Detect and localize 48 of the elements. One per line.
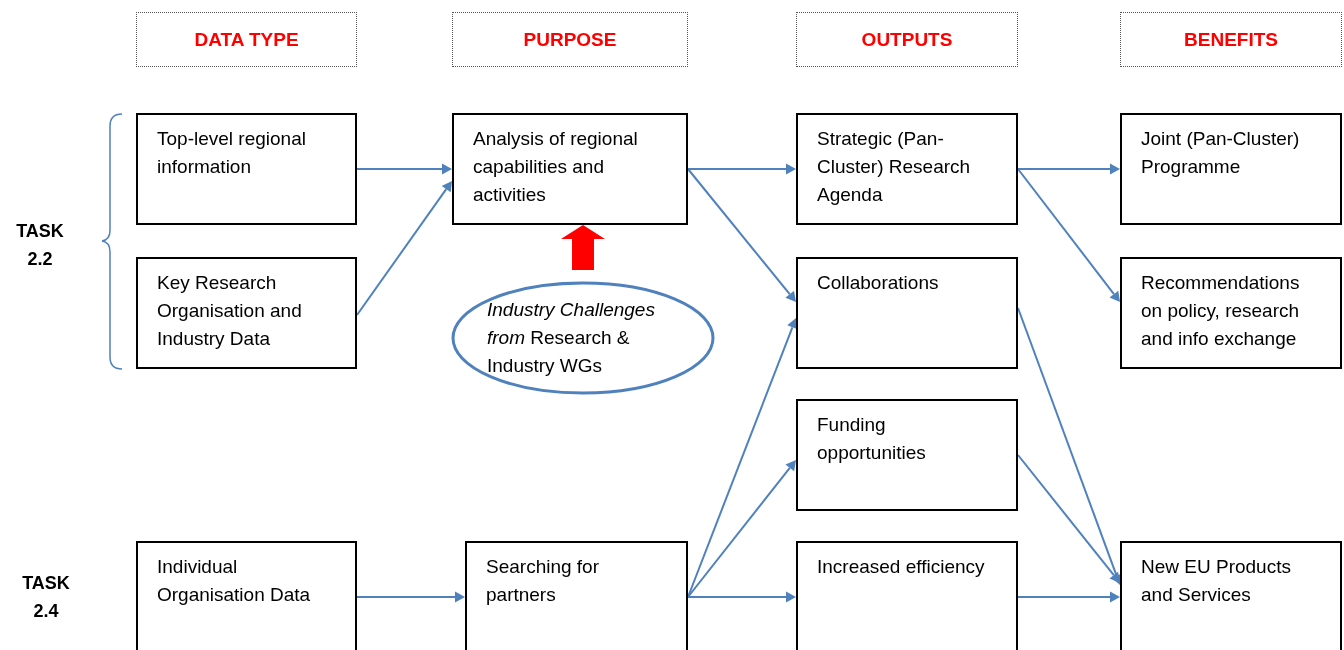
- box-text: Funding opportunities: [817, 413, 927, 465]
- arrow: [1017, 163, 1120, 175]
- process-box: [796, 541, 1018, 650]
- process-box: [136, 541, 357, 650]
- arrow: [687, 163, 796, 175]
- header-text: OUTPUTS: [861, 28, 953, 51]
- header-text: BENEFITS: [1184, 28, 1278, 51]
- arrow: [687, 168, 796, 302]
- process-box: [452, 113, 688, 225]
- process-box: [1120, 113, 1342, 225]
- header-text: PURPOSE: [523, 28, 617, 51]
- box-text: Increased efficiency: [817, 555, 986, 579]
- process-box: [1120, 257, 1342, 369]
- block-arrow: [561, 225, 605, 270]
- arrow: [687, 591, 796, 603]
- arrow: [687, 460, 796, 598]
- arrow: [1017, 168, 1120, 302]
- arrow: [1017, 454, 1120, 583]
- task-label: TASK 2.4: [21, 572, 71, 623]
- box-text: Recommendations on policy, research and info exchange: [1141, 271, 1301, 351]
- arrow: [1017, 591, 1120, 603]
- box-text: Analysis of regional capabilities and activities: [473, 127, 639, 207]
- ellipse-text: Industry Challenges from Research & Industry WGs: [487, 298, 656, 378]
- process-box: [796, 257, 1018, 369]
- header-text: DATA TYPE: [194, 28, 299, 51]
- process-box: [796, 113, 1018, 225]
- arrow: [356, 163, 452, 175]
- box-text: New EU Products and Services: [1141, 555, 1292, 607]
- ellipse-outline: [451, 281, 715, 395]
- box-text: Key Research Organisation and Industry Data: [157, 271, 303, 351]
- process-box: [796, 399, 1018, 511]
- column-header: [1120, 12, 1342, 67]
- box-text: Collaborations: [817, 271, 940, 295]
- column-header: [452, 12, 688, 67]
- column-header: [136, 12, 357, 67]
- arrow: [356, 181, 452, 316]
- box-text: Individual Organisation Data: [157, 555, 312, 607]
- process-box: [1120, 541, 1342, 650]
- process-box: [136, 113, 357, 225]
- task-label: TASK 2.2: [15, 220, 65, 271]
- arrow: [356, 591, 465, 603]
- box-text: Joint (Pan-Cluster) Programme: [1141, 127, 1301, 179]
- process-box: [136, 257, 357, 369]
- column-header: [796, 12, 1018, 67]
- process-box: [465, 541, 688, 650]
- box-text: Searching for partners: [486, 555, 600, 607]
- box-text: Strategic (Pan-Cluster) Research Agenda: [817, 127, 972, 207]
- box-text: Top-level regional information: [157, 127, 307, 179]
